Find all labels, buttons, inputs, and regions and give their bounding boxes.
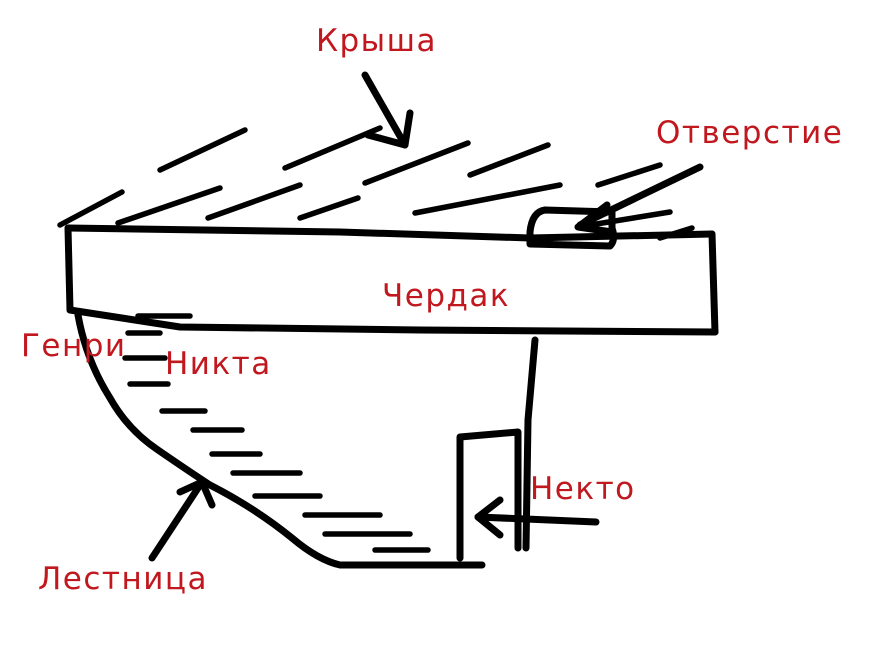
roof-arrow [361,71,414,149]
hole-label: Отверстие [656,115,844,151]
roof-stroke [297,195,361,221]
attic-box [64,224,719,336]
stairwell-wall [522,336,539,552]
roof-stroke [362,140,471,186]
roof-hatching [57,125,695,241]
hole-arrow-head [574,201,616,236]
roof-stroke [57,189,125,228]
stairwell-curve [74,311,486,569]
roof-stroke [282,125,383,171]
someone-arrow [474,496,600,539]
attic-label: Чердак [382,278,511,314]
door [456,428,522,562]
roof-arrow-shaft [361,71,409,149]
hole-arrow [574,163,704,236]
roof-stroke [467,142,551,178]
attic-right-edge [708,230,719,336]
someone-arrow-shaft [474,513,600,526]
hole-shape [526,206,618,250]
hole-arrow-shaft [576,163,704,229]
roof-arrow-head [364,109,414,149]
roof-stroke [157,127,248,173]
stairs-arrow [148,478,216,562]
roof-stroke [412,182,563,216]
attic-top-edge [64,224,716,242]
roof-stroke [595,162,663,188]
attic-left-edge [64,224,74,314]
stair-hatching [122,313,431,553]
roof-label: Крыша [316,23,438,59]
someone-arrow-head [474,496,504,539]
roof-stroke [205,182,303,221]
henry-label: Генри [21,328,127,364]
attic-bottom-edge [66,306,719,336]
roof-stroke [575,209,673,230]
roof-stroke [115,185,223,226]
someone-label: Некто [530,471,636,507]
stairs-label: Лестница [38,561,208,597]
stairs-arrow-shaft [148,478,206,562]
nikta-label: Никта [165,346,272,382]
stairwell [74,311,539,569]
stairs-arrow-head [176,478,216,509]
